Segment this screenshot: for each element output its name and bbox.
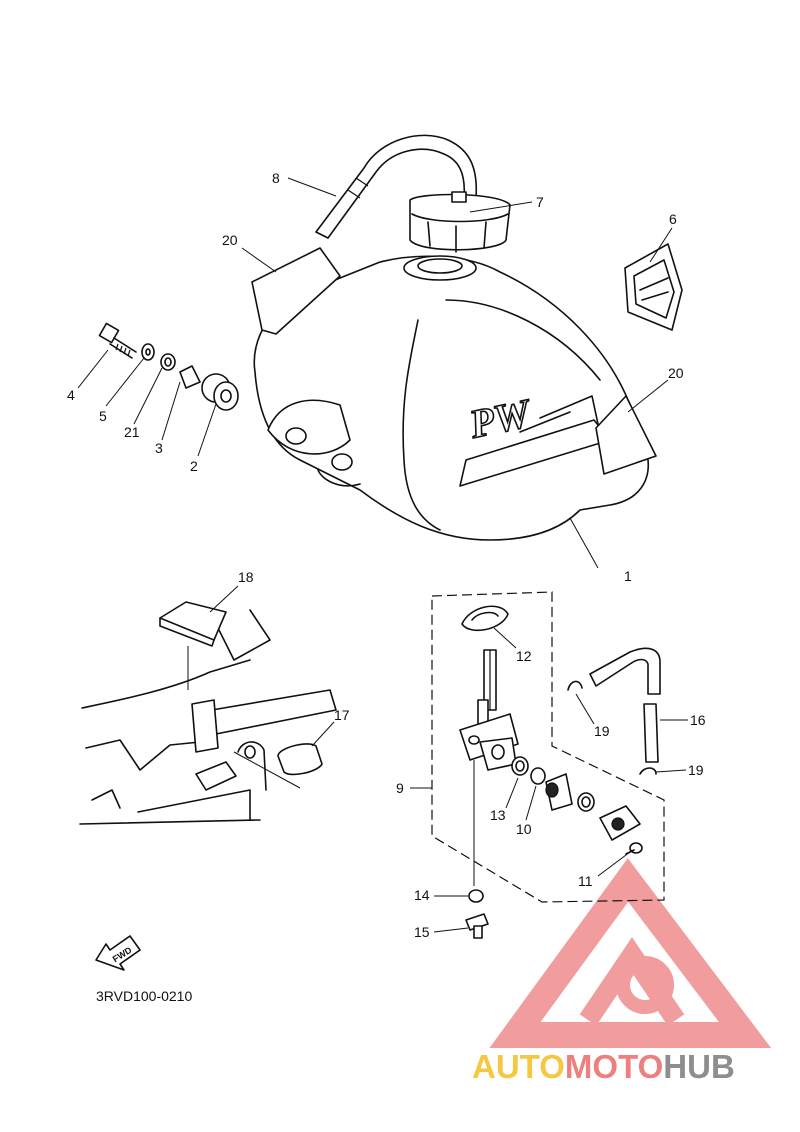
rubber-pad-part: [277, 743, 323, 776]
wave-washer-part: [577, 792, 595, 812]
lever-plate-part: [599, 805, 641, 841]
callout-20b: 20: [668, 365, 684, 381]
callout-21: 21: [124, 424, 140, 440]
watermark-logo-icon: [489, 858, 772, 1048]
callout-4: 4: [67, 387, 75, 403]
spacer-washer-part: [160, 353, 176, 371]
callout-12: 12: [516, 648, 532, 664]
callout-14: 14: [414, 887, 430, 903]
watermark-brand: AUTOMOTOHUB: [472, 1048, 735, 1086]
gasket-part: [461, 605, 509, 632]
watermark-part-1: AUTO: [472, 1048, 565, 1085]
callout-3: 3: [155, 440, 163, 456]
callout-20a: 20: [222, 232, 238, 248]
o-ring-part: [511, 756, 529, 776]
callout-19a: 19: [594, 723, 610, 739]
callout-17: 17: [334, 707, 350, 723]
seal-part: [530, 767, 546, 785]
callout-9: 9: [396, 780, 404, 796]
callout-16: 16: [690, 712, 706, 728]
fuel-cap-part: [409, 191, 511, 253]
callout-1: 1: [624, 568, 632, 584]
frame-section: [79, 609, 337, 825]
callout-7: 7: [536, 194, 544, 210]
strainer-part: [468, 760, 484, 903]
drain-bolt-part: [465, 913, 489, 939]
leader-lines: [77, 177, 688, 933]
bolt-part: [98, 322, 137, 359]
fuel-tank-part: [253, 255, 650, 541]
fuel-cock-part: [459, 649, 519, 771]
lever-part: [545, 773, 573, 811]
fwd-arrow-icon: [95, 935, 141, 971]
side-pad-right-part: [595, 395, 657, 475]
callout-2: 2: [190, 458, 198, 474]
screw-part: [625, 842, 643, 855]
callout-5: 5: [99, 408, 107, 424]
reference-code: 3RVD100-0210: [96, 988, 193, 1004]
side-pad-left-part: [251, 247, 341, 335]
callout-13: 13: [490, 807, 506, 823]
callout-8: 8: [272, 170, 280, 186]
emblem-bracket-part: [624, 243, 683, 331]
callout-10: 10: [516, 821, 532, 837]
callout-6: 6: [669, 211, 677, 227]
watermark-part-2: MOTO: [564, 1048, 664, 1085]
damper-part: [201, 373, 239, 411]
washer-part: [141, 343, 155, 361]
hose-clip-part: [567, 680, 657, 775]
seat-pad-part: [159, 601, 227, 647]
fuel-cock-assembly-boundary: [431, 591, 665, 903]
callout-19b: 19: [688, 762, 704, 778]
watermark-part-3: HUB: [663, 1048, 735, 1085]
callout-15: 15: [414, 924, 430, 940]
callout-11: 11: [578, 873, 593, 889]
fuel-hose-part: [589, 647, 661, 763]
callout-18: 18: [238, 569, 254, 585]
collar-part: [179, 365, 201, 389]
